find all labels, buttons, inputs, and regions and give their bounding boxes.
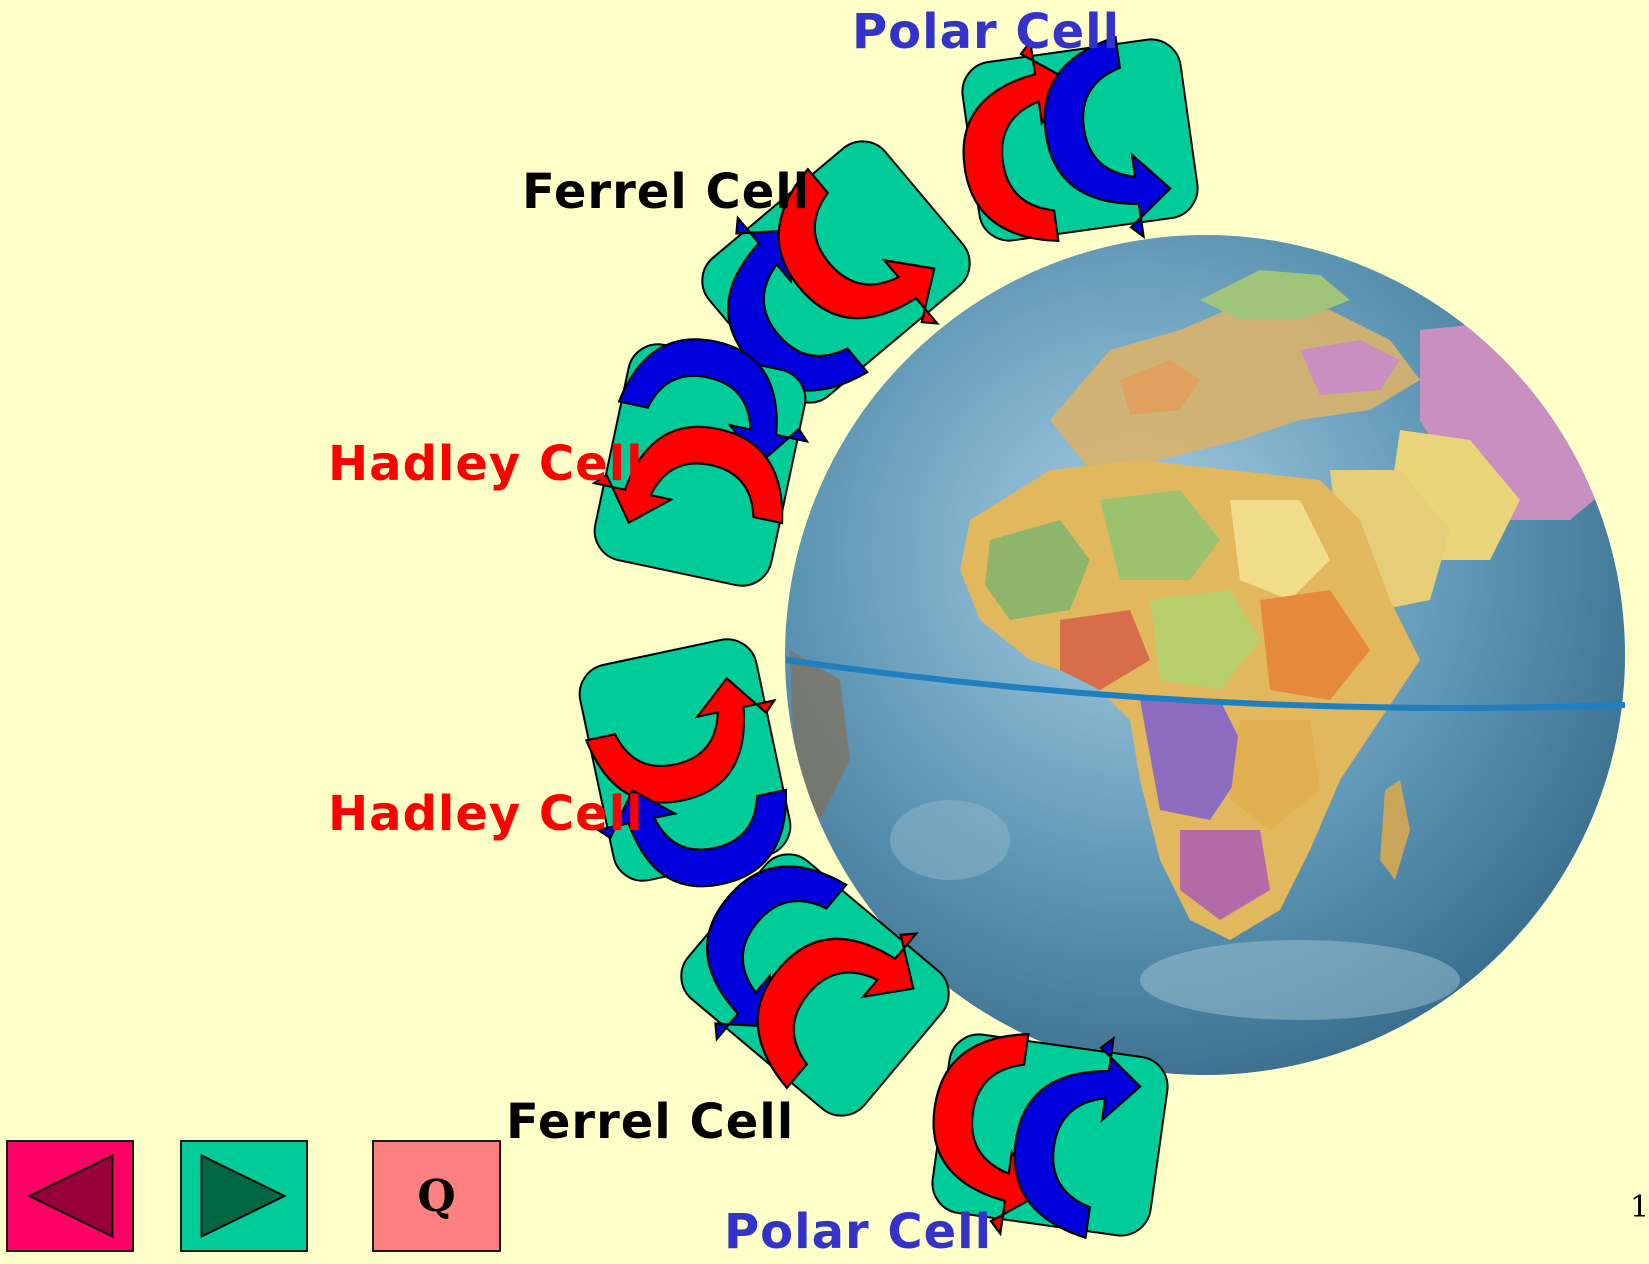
label-polar-cell-north: Polar Cell	[852, 4, 1121, 60]
quit-label: Q	[417, 1170, 456, 1222]
ferrel-cell-north	[673, 140, 971, 427]
polar-cell-south	[917, 1021, 1169, 1244]
ferrel-cell-south	[652, 830, 950, 1117]
triangle-left-icon	[27, 1153, 114, 1239]
label-hadley-cell-north: Hadley Cell	[328, 436, 644, 492]
hadley-cell-north	[586, 323, 825, 587]
triangle-right-icon	[200, 1153, 287, 1239]
polar-cell-north	[947, 31, 1199, 254]
next-button[interactable]	[180, 1140, 308, 1252]
page-number: 1	[1630, 1190, 1649, 1225]
label-hadley-cell-south: Hadley Cell	[328, 786, 644, 842]
label-ferrel-cell-south: Ferrel Cell	[506, 1094, 795, 1150]
label-ferrel-cell-north: Ferrel Cell	[522, 164, 811, 220]
back-button[interactable]	[6, 1140, 134, 1252]
hadley-cell-south	[578, 638, 804, 908]
label-polar-cell-south: Polar Cell	[724, 1204, 993, 1260]
quit-button[interactable]: Q	[372, 1140, 501, 1252]
equator-line	[785, 657, 1626, 711]
